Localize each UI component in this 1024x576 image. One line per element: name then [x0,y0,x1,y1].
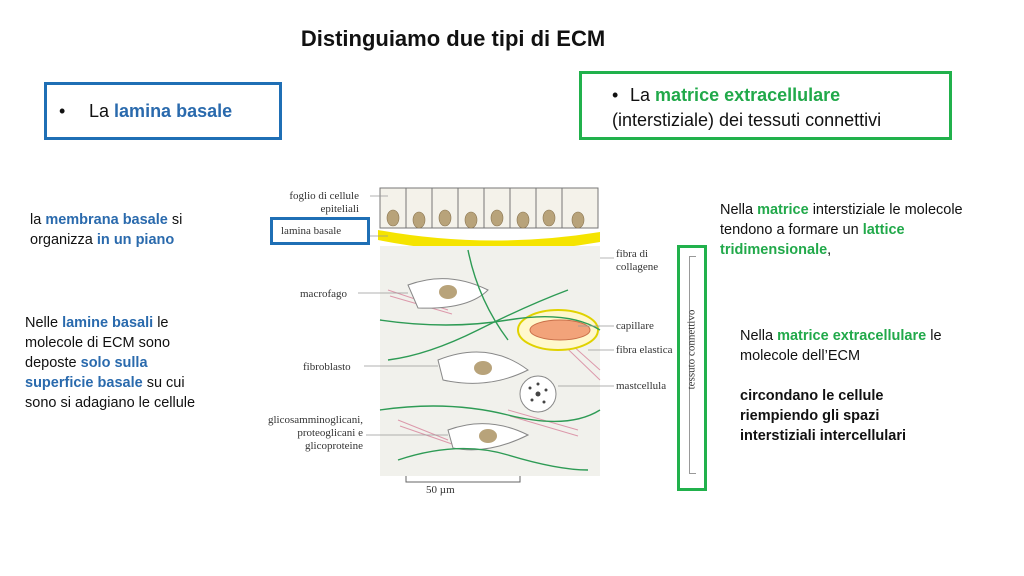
membrana-note: la membrana basale si organizza in un pi… [30,210,250,250]
text: la [30,212,42,228]
matrice-note: Nella matrice interstiziale le molecole … [720,200,1020,260]
scale-bar [405,476,521,483]
label-foglio: foglio di cellule epiteliali [279,190,359,216]
piano-highlight: in un piano [96,232,175,248]
text: su cui [146,375,185,391]
matrice-highlight: matrice extracellulare [655,85,841,105]
label-text: fibra di [616,248,649,260]
bullet: • [612,85,619,105]
matrice-extracellulare-highlight: matrice extracellulare [777,328,927,344]
elastic-fibers [379,249,601,471]
matrice-box: • La matrice extracellulare (interstizia… [579,71,952,140]
label-glico: glicosamminoglicani, proteoglicani e gli… [248,414,363,453]
text: , [827,242,832,258]
label-text: glicosamminoglicani, [267,414,363,426]
text: Nelle [25,315,59,331]
prefix-text: La [89,101,110,121]
bracket [689,256,696,474]
bold-line: riempiendo gli spazi [740,408,880,424]
bold-line: circondano le cellule [740,388,884,404]
epithelial-cells [379,187,599,229]
lattice-highlight: lattice [862,222,905,238]
membrana-basale-highlight: membrana basale [45,212,168,228]
text: si [171,212,183,228]
label-fibroblasto: fibroblasto [303,361,351,373]
red-cell [529,319,591,341]
scale-label: 50 µm [426,484,455,496]
text: molecole dell’ECM [740,348,861,364]
bold-line: interstiziali intercellulari [740,428,906,444]
label-mastcellula: mastcellula [616,380,667,392]
slide-title: Distinguiamo due tipi di ECM [300,26,606,51]
lamine-note: Nelle lamine basali le molecole di ECM s… [25,313,245,413]
superficie-basale-highlight: superficie basale [25,375,143,391]
text: molecole di ECM sono [25,335,171,351]
label-capillare: capillare [616,320,654,332]
label-text: proteoglicani e [297,427,363,439]
cell-nuclei [439,285,497,443]
label-fibra-collagene: fibra di collagene [616,248,658,274]
box-line1: La matrice extracellulare [630,85,840,106]
tessuto-connettivo-box: tessuto connettivo [677,245,707,491]
label-fibra-elastica: fibra elastica [616,344,673,356]
text: le [930,328,942,344]
label-macrofago: macrofago [300,288,348,300]
label-lines [358,195,614,436]
text: deposte [25,355,77,371]
lamina-basale-box: • La lamina basale [44,82,282,140]
prefix-text: La [630,85,651,105]
tissue-illustration [358,187,614,483]
text: organizza [30,232,93,248]
text: Nella [740,328,774,344]
solo-sulla-highlight: solo sulla [80,355,148,371]
label-text: collagene [616,261,659,273]
label-text: epiteliali [320,203,359,215]
text: tendono a formare un [720,222,859,238]
label-text: glicoproteine [304,440,363,452]
bullet: • [59,101,66,121]
lamina-label-box: lamina basale [270,217,370,245]
tissue-figure: foglio di cellule epiteliali lamina basa… [248,180,718,500]
label-lamina: lamina basale [281,225,342,237]
label-tessuto-connettivo: tessuto connettivo [685,309,698,390]
lamine-basali-highlight: lamine basali [62,315,154,331]
text: Nella [720,202,754,218]
ecm-note: Nella matrice extracellulare le molecole… [740,326,1020,446]
text: interstiziale le molecole [812,202,963,218]
tridimensionale-highlight: tridimensionale [720,242,828,258]
label-text: foglio di cellule [289,190,359,202]
text: sono si adagiano le cellule [25,395,196,411]
box-line2: (interstiziale) dei tessuti connettivi [612,110,882,130]
lamina-basale-highlight: lamina basale [114,101,233,121]
nuclei [386,209,585,229]
text: le [157,315,169,331]
box-prefix: La lamina basale [89,101,232,122]
matrice-highlight: matrice [757,202,809,218]
mast-granules [528,382,548,404]
